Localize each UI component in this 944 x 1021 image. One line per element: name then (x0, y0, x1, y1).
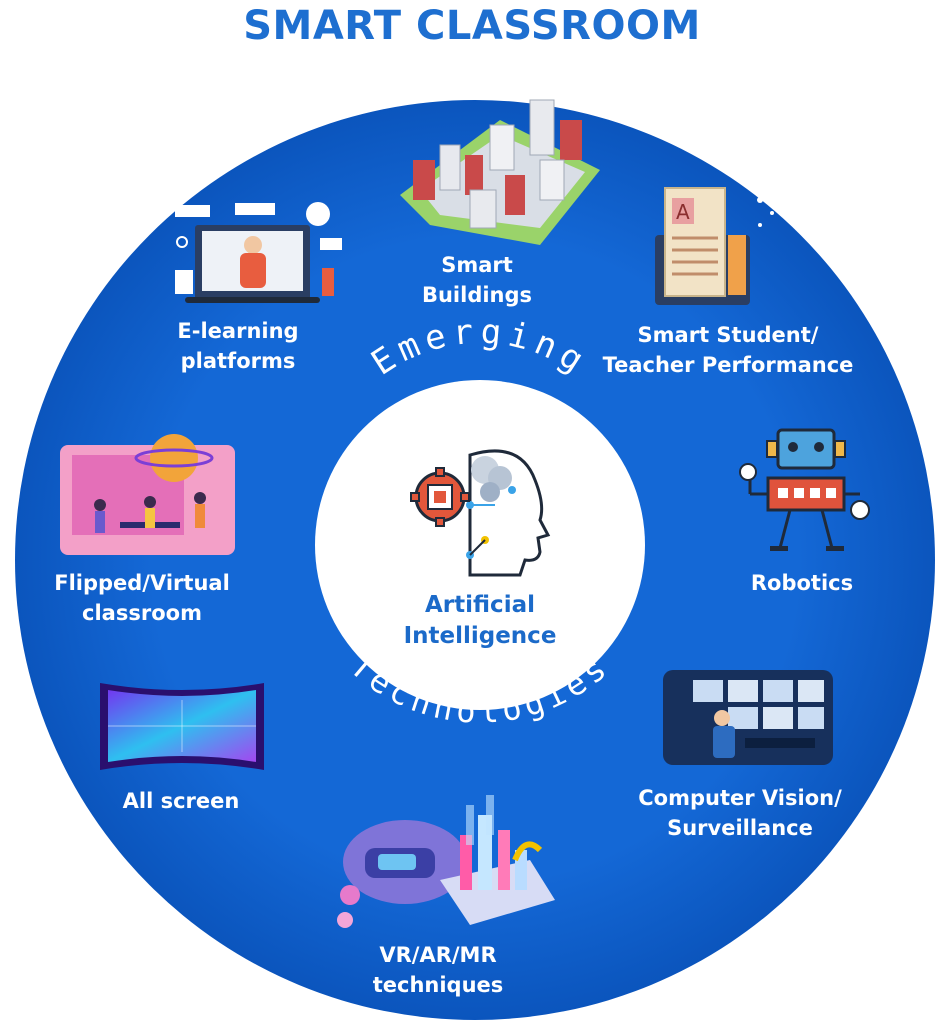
label-line1: Computer Vision/ (638, 786, 842, 810)
center-label-line2: Intelligence (403, 623, 557, 649)
label-robotics: Robotics (751, 568, 853, 598)
diagram-title: SMART CLASSROOM (243, 3, 701, 49)
label-smart-buildings: Smart Buildings (422, 250, 532, 310)
label-line2: Teacher Performance (602, 353, 854, 377)
label-line2: classroom (82, 601, 202, 625)
robot-icon (739, 428, 870, 551)
ai-head-brain-gear-icon (410, 449, 551, 577)
label-line1: Flipped/Virtual (54, 571, 230, 595)
label-line2: Surveillance (667, 816, 813, 840)
label-line1: Smart (441, 253, 513, 277)
tablet-document-icon: A (655, 187, 774, 305)
label-vr-ar-mr: VR/AR/MR techniques (373, 940, 504, 1000)
city-buildings-icon (400, 99, 600, 245)
center-label-line1: Artificial (424, 592, 535, 618)
label-line2: techniques (372, 973, 504, 997)
label-line2: platforms (180, 349, 296, 373)
label-smart-performance: Smart Student/ Teacher Performance (603, 320, 854, 380)
label-computer-vision: Computer Vision/ Surveillance (638, 783, 841, 843)
label-line1: Smart Student/ (637, 323, 819, 347)
vr-headset-ar-city-icon (337, 795, 555, 928)
label-line1: E-learning (177, 319, 299, 343)
curved-led-screen-icon (100, 683, 264, 770)
label-line1: All screen (122, 789, 240, 813)
svg-text:A: A (676, 200, 690, 224)
label-line2: Buildings (421, 283, 533, 307)
virtual-classroom-scene-icon (60, 434, 235, 555)
label-all-screen: All screen (123, 786, 240, 816)
label-line1: Robotics (750, 571, 854, 595)
center-label-ai: Artificial Intelligence (404, 590, 557, 652)
surveillance-monitors-icon (663, 670, 833, 765)
online-lecture-screen-icon (175, 202, 342, 303)
label-line1: VR/AR/MR (379, 943, 497, 967)
label-e-learning: E-learning platforms (177, 316, 298, 376)
label-flipped-virtual: Flipped/Virtual classroom (54, 568, 230, 628)
